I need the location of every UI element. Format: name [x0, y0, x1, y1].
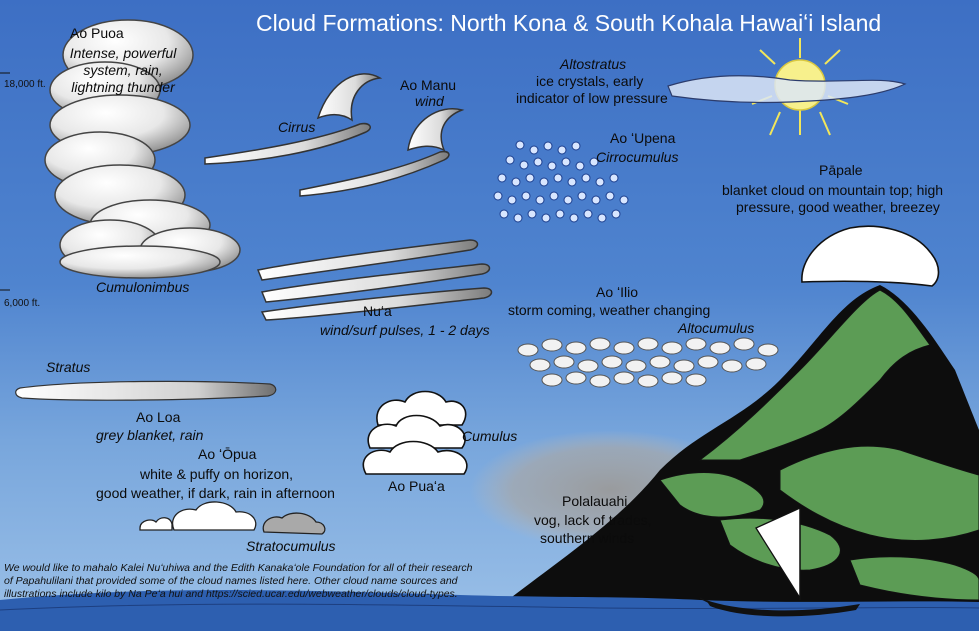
polalauahi-name: Polalauahi — [562, 493, 628, 509]
altocumulus-cloud — [517, 337, 779, 388]
nua-name: Nuʻa — [363, 303, 392, 319]
cumulonimbus-label: Cumulonimbus — [96, 279, 190, 295]
stratocumulus-label: Stratocumulus — [246, 538, 336, 554]
altocumulus-label: Altocumulus — [678, 320, 755, 336]
altostratus-description-2: indicator of low pressure — [516, 90, 668, 106]
papale-description-1: blanket cloud on mountain top; high — [722, 182, 944, 198]
stratus-label: Stratus — [46, 359, 91, 375]
cirrus-cloud — [204, 73, 465, 197]
polalauahi-description-2: southern winds — [540, 530, 635, 546]
ao-upena-name: Ao ʻUpena — [610, 130, 676, 146]
ao-opua-description-2: good weather, if dark, rain in afternoon — [96, 485, 335, 501]
cirrus-label: Cirrus — [278, 119, 316, 135]
altostratus-cloud — [667, 75, 907, 104]
nua-description: wind/surf pulses, 1 - 2 days — [320, 322, 490, 338]
ao-loa-description: grey blanket, rain — [96, 427, 204, 443]
ao-puoa-description: Intense, powerful system, rain, lightnin… — [69, 45, 177, 95]
altostratus-description-1: ice crystals, early — [536, 73, 644, 89]
papale-name: Pāpale — [819, 162, 863, 178]
cirrocumulus-label: Cirrocumulus — [596, 149, 679, 165]
ao-manu-description: wind — [415, 93, 444, 109]
stratus-cloud — [15, 380, 277, 401]
ao-opua-name: Ao ʻŌpua — [198, 446, 257, 462]
ao-puaa-label: Ao Puaʻa — [388, 478, 445, 494]
acknowledgement-text: We would like to mahalo Kalei Nuʻuhiwa a… — [4, 562, 473, 600]
ao-puoa-name: Ao Puoa — [70, 25, 124, 41]
nua-cloud — [256, 239, 493, 321]
altostratus-label: Altostratus — [560, 56, 627, 72]
polalauahi-description-1: vog, lack of trades, — [534, 512, 652, 528]
mountain — [508, 285, 979, 631]
ao-ilio-description: storm coming, weather changing — [508, 302, 711, 318]
page-title: Cloud Formations: North Kona & South Koh… — [256, 10, 882, 36]
papale-cloud — [801, 225, 940, 287]
ao-opua-description-1: white & puffy on horizon, — [140, 466, 294, 482]
altitude-label-high: 18,000 ft. — [4, 79, 46, 90]
ao-manu-name: Ao Manu — [400, 77, 457, 93]
ao-ilio-name: Ao ʻIlio — [596, 284, 639, 300]
ao-loa-name: Ao Loa — [136, 409, 181, 425]
canoe — [699, 506, 860, 617]
papale-description-2: pressure, good weather, breezey — [736, 199, 940, 215]
cumulus-label: Cumulus — [462, 428, 518, 444]
altitude-label-low: 6,000 ft. — [4, 298, 41, 309]
cirrocumulus-cloud — [493, 140, 629, 223]
stratocumulus-cloud — [139, 501, 326, 535]
cumulonimbus-cloud — [44, 19, 241, 279]
cumulus-cloud — [362, 390, 468, 475]
ocean — [0, 590, 979, 631]
